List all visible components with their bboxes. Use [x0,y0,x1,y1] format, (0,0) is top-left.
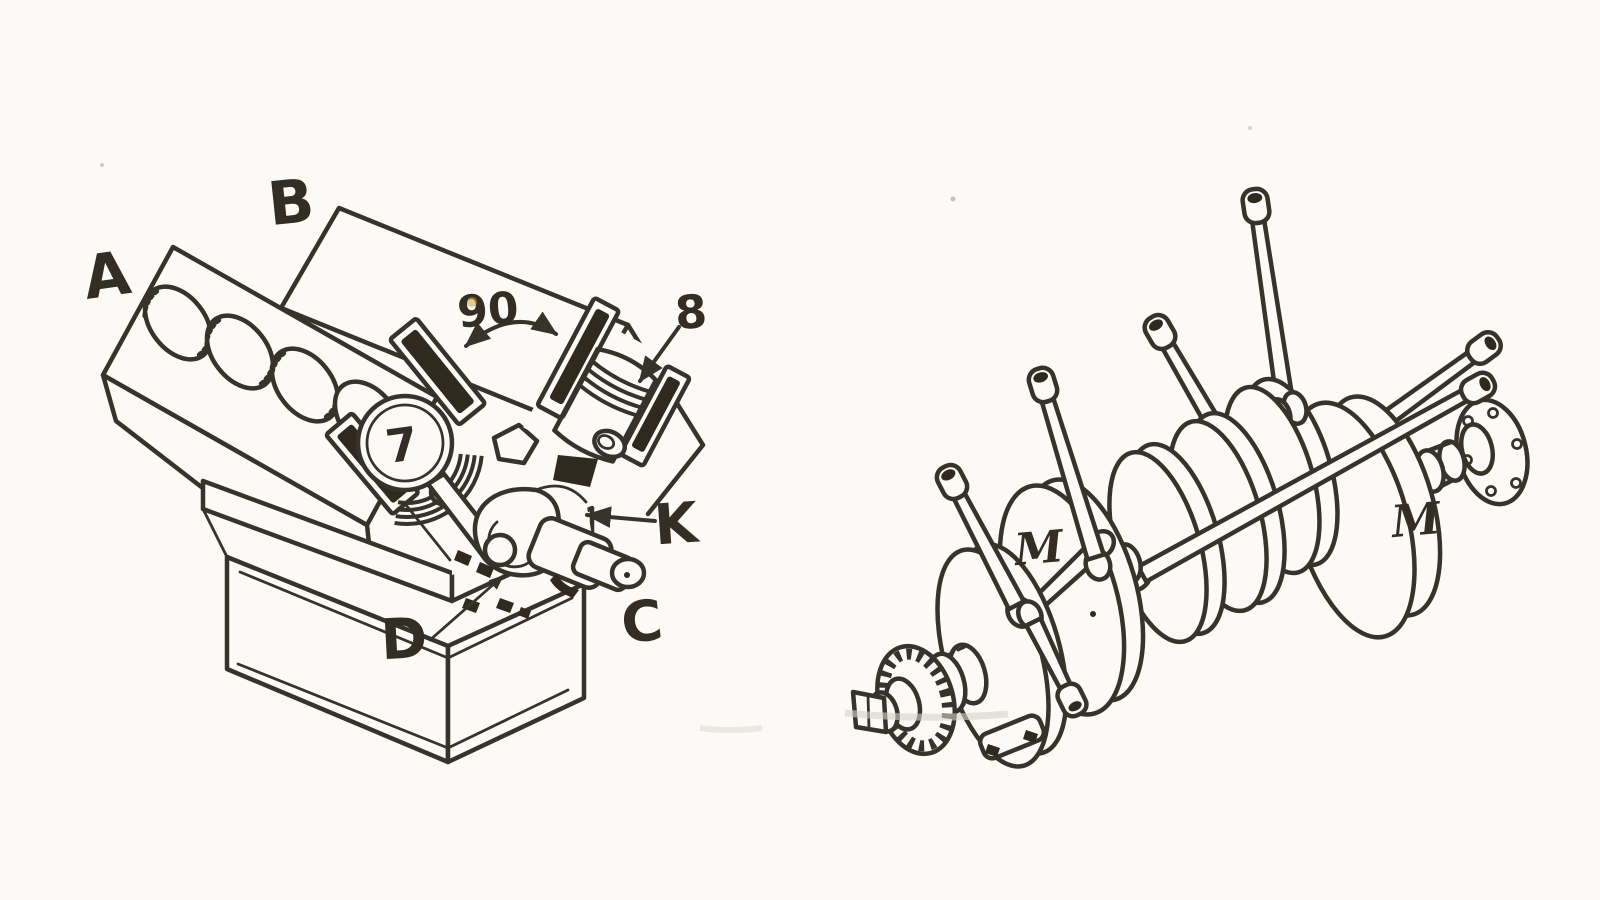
connecting-rod-u2 [1026,365,1113,582]
arrow-to-crank-chamber [584,506,657,528]
cylinder-bore-1 [142,284,214,362]
tail-journal [1414,439,1467,495]
oil-pan [224,554,587,765]
label-crank-journal: D [379,606,429,673]
figure-engine-block: A B 90 7 8 K C D [79,166,709,765]
cylinder-wall-section-right-of-8 [618,364,692,468]
label-crank-chamber: K [652,490,702,558]
cylinder-wall-section-upper-left [388,317,487,426]
piston-7 [355,393,484,526]
label-vee-angle: 90 [455,282,520,338]
label-bank-a: A [79,238,135,314]
angle-arc [464,311,558,348]
vee-notch [491,422,540,466]
crank-nose [526,516,647,598]
connecting-rod-d8 [1016,599,1089,719]
scan-artifacts [100,126,1252,733]
flywheel-flange [1454,397,1530,507]
label-piston-8: 8 [673,284,709,340]
cylinder-bore-2 [204,313,276,391]
piston-8-cylinder [523,296,696,487]
skirt-wall-section [553,455,598,487]
bearing-cap [977,713,1047,761]
label-bank-b: B [265,166,318,240]
label-counterweight-rear: M [1387,493,1443,548]
arrow-to-piston-8 [638,325,681,383]
label-counterweight-front: M [1010,521,1066,576]
flange-bolt-holes [1461,407,1523,497]
figure-crankshaft: M M [850,186,1530,769]
label-crank-nose: C [618,588,666,657]
label-piston-7: 7 [382,416,421,474]
leader-d [428,574,505,642]
wrist-pin-boss-8 [592,428,628,460]
paper-stain [467,297,477,307]
